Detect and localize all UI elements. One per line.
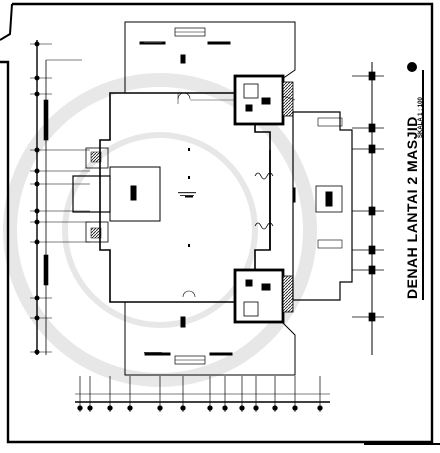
hall-axis-markers <box>185 148 193 247</box>
bottom-grid-line <box>75 393 330 403</box>
sheet-frame <box>0 2 440 445</box>
scale-marker-dot <box>407 62 417 72</box>
corridor-doors <box>254 150 274 250</box>
west-entrance <box>72 147 161 243</box>
title-underline <box>422 70 424 300</box>
east-wing <box>292 111 353 301</box>
room-label-marks <box>144 42 196 353</box>
drawing-title-text: DENAH LANTAI 2 MASJID <box>404 116 420 299</box>
bottom-grid-markers <box>77 376 323 412</box>
left-grid-markers <box>30 41 90 355</box>
left-grid-line <box>36 40 82 355</box>
drawing-scale: SKALA 1 : 100 <box>418 80 430 140</box>
right-grid-markers <box>352 62 384 355</box>
lower-toilet-block <box>233 268 294 324</box>
upper-toilet-block <box>233 74 296 126</box>
